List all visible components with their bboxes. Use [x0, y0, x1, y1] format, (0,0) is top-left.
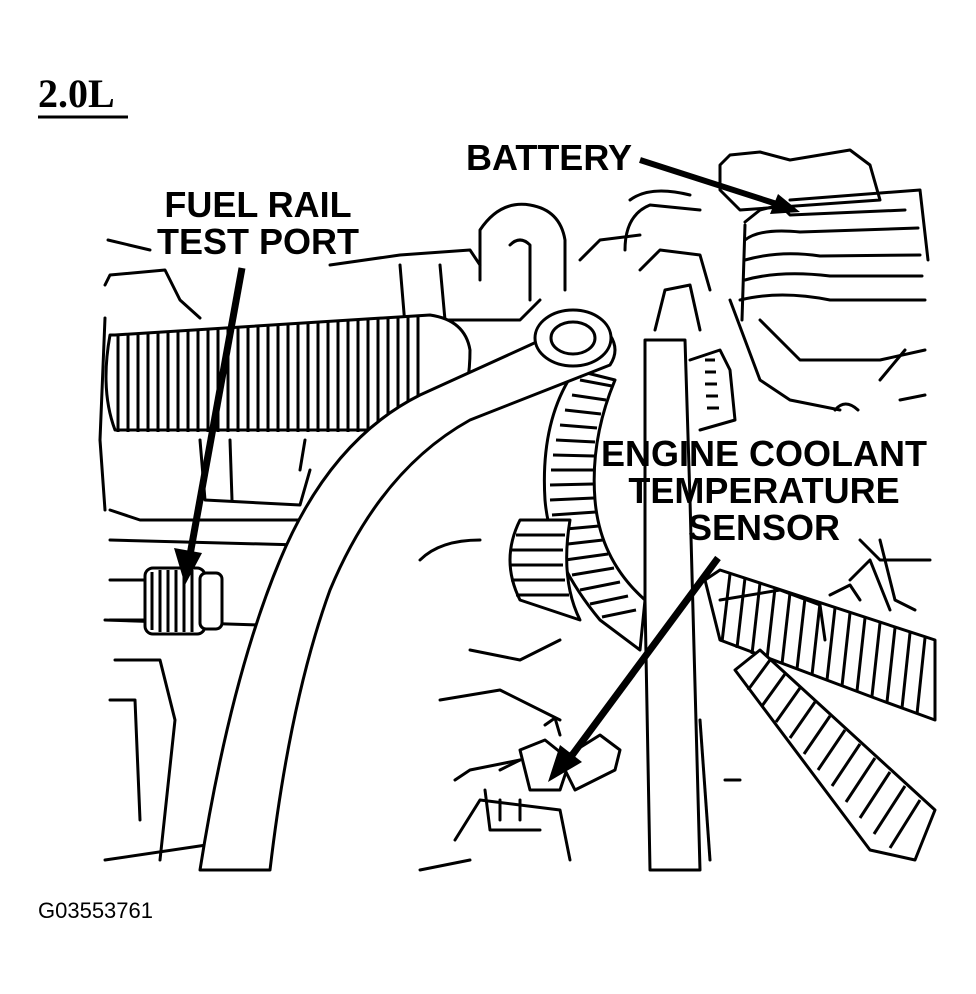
coolant-label-line1: ENGINE COOLANT	[601, 433, 927, 474]
center-corrugated-hose	[508, 368, 647, 652]
vertical-hose	[638, 248, 737, 872]
fuel-rail-test-port	[108, 566, 224, 636]
coolant-label-line2: TEMPERATURE	[628, 470, 899, 511]
intake-corrugated-hose	[104, 313, 472, 432]
fuel-rail-label-line2: TEST PORT	[157, 221, 359, 262]
front-tube	[198, 308, 617, 872]
coolant-label-line3: SENSOR	[688, 507, 840, 548]
figure-id: G03553761	[38, 898, 153, 923]
engine-size-title: 2.0L	[38, 71, 128, 119]
battery-arrow	[639, 157, 800, 214]
engine-coolant-sensor	[498, 716, 622, 792]
fuel-rail-label-line1: FUEL RAIL	[164, 184, 351, 225]
battery-label: BATTERY	[466, 137, 632, 178]
fuel-rail-arrow	[174, 267, 246, 585]
coolant-arrow	[548, 555, 721, 782]
right-corrugated-hoses	[703, 568, 937, 862]
engine-size-label: 2.0L	[38, 71, 115, 116]
